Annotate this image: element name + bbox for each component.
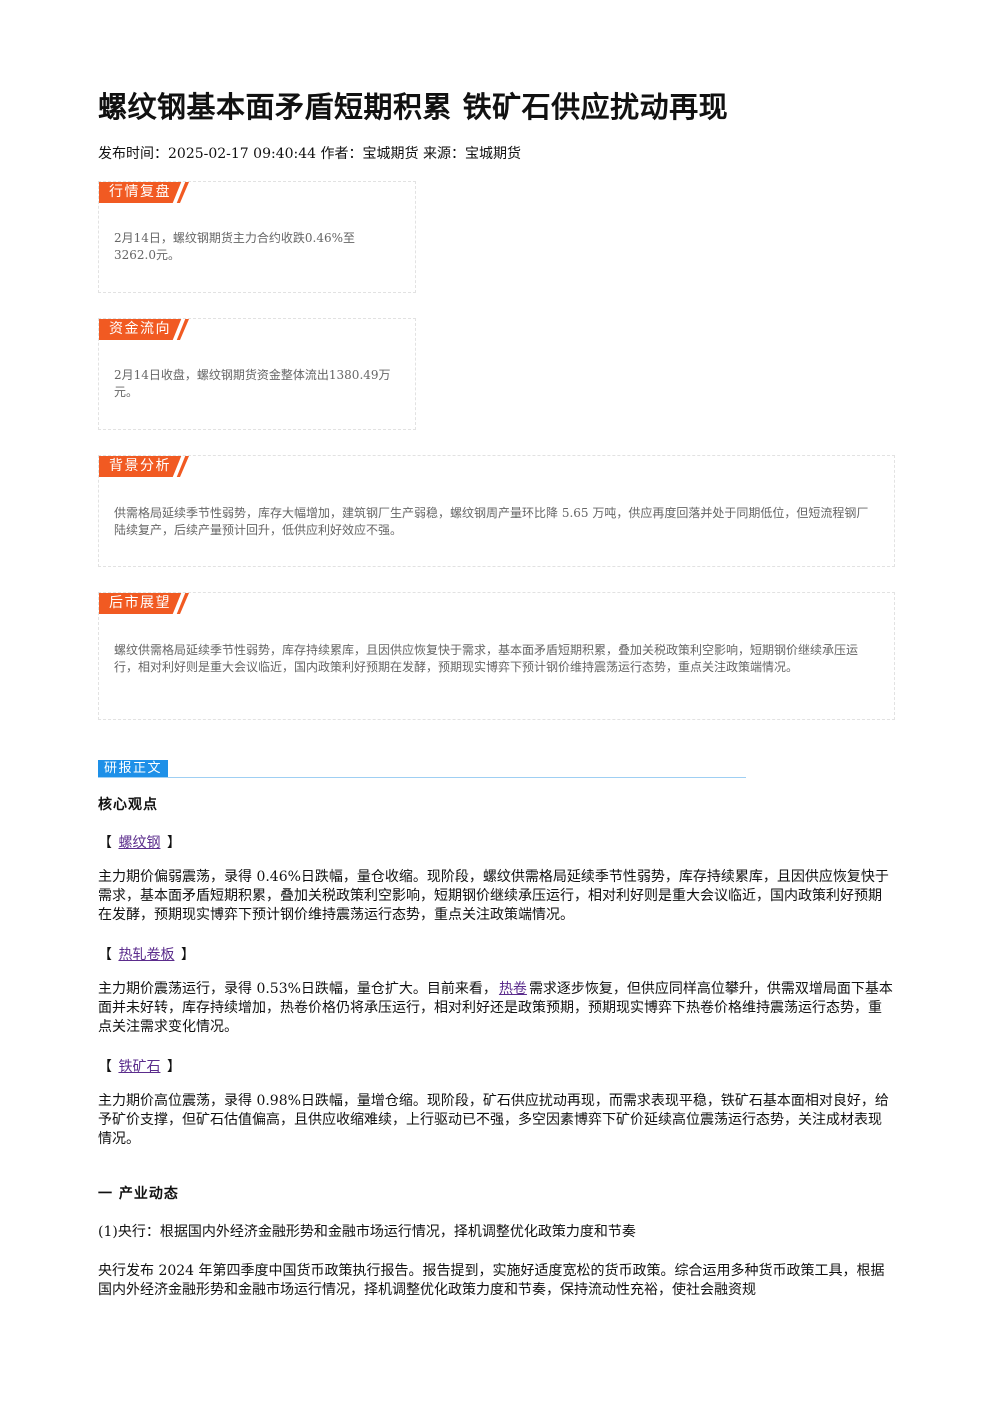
report-section-tag: 研报正文 [98,760,169,778]
report-section-divider [98,777,746,778]
summary-box-market-review: 行情复盘 2月14日，螺纹钢期货主力合约收跌0.46%至3262.0元。 [98,181,416,293]
commodity-text-iron-ore: 主力期价高位震荡，录得 0.98%日跌幅，量增仓缩。现阶段，矿石供应扰动再现，而… [98,1093,889,1147]
inline-link-hot-coil[interactable]: 热卷 [498,981,527,997]
summary-text: 螺纹供需格局延续季节性弱势，库存持续累库，且因供应恢复快于需求，基本面矛盾短期积… [114,643,859,674]
bracket-open: 【 [98,947,112,963]
summary-tag-label: 资金流向 [109,321,171,337]
commodity-text-hot-rolled-coil: 主力期价震荡运行，录得 0.53%日跌幅，量仓扩大。目前来看，热卷需求逐步恢复，… [98,980,893,1037]
summary-tag-label: 后市展望 [109,595,171,611]
summary-text: 2月14日，螺纹钢期货主力合约收跌0.46%至3262.0元。 [114,231,356,262]
commodity-link-rebar[interactable]: 螺纹钢 [118,835,161,851]
industry-news-text: 央行发布 2024 年第四季度中国货币政策执行报告。报告提到，实施好适度宽松的货… [98,1263,885,1298]
summary-text: 2月14日收盘，螺纹钢期货资金整体流出1380.49万元。 [114,368,391,399]
industry-news-subheading: (1)央行：根据国内外经济金融形势和金融市场运行情况，择机调整优化政策力度和节奏 [98,1224,636,1240]
bracket-close: 】 [166,1059,181,1075]
commodity-heading-rebar: 【 螺纹钢 】 [98,833,181,853]
summary-text: 供需格局延续季节性弱势，库存大幅增加，建筑钢厂生产弱稳，螺纹钢周产量环比降 5.… [114,506,869,537]
summary-box-outlook: 后市展望 螺纹供需格局延续季节性弱势，库存持续累库，且因供应恢复快于需求，基本面… [98,592,895,720]
bracket-open: 【 [98,1059,112,1075]
article-meta: 发布时间：2025-02-17 09:40:44 作者：宝城期货 来源：宝城期货 [98,146,521,162]
industry-news-heading: 一 产业动态 [98,1186,179,1202]
summary-tag: 资金流向 [99,319,189,340]
commodity-text-before-link: 主力期价震荡运行，录得 0.53%日跌幅，量仓扩大。目前来看， [98,981,497,997]
core-views-heading: 核心观点 [98,797,158,813]
bracket-open: 【 [98,835,112,851]
summary-tag: 后市展望 [99,593,189,614]
summary-box-fund-flow: 资金流向 2月14日收盘，螺纹钢期货资金整体流出1380.49万元。 [98,318,416,430]
bracket-close: 】 [166,835,181,851]
article-title: 螺纹钢基本面矛盾短期积累 铁矿石供应扰动再现 [98,90,729,124]
commodity-text-rebar: 主力期价偏弱震荡，录得 0.46%日跌幅，量仓收缩。现阶段，螺纹供需格局延续季节… [98,869,889,923]
commodity-heading-hot-rolled-coil: 【 热轧卷板 】 [98,945,195,965]
commodity-link-hot-rolled-coil[interactable]: 热轧卷板 [118,947,175,963]
commodity-link-iron-ore[interactable]: 铁矿石 [118,1059,161,1075]
summary-tag: 行情复盘 [99,182,189,203]
summary-box-background: 背景分析 供需格局延续季节性弱势，库存大幅增加，建筑钢厂生产弱稳，螺纹钢周产量环… [98,455,895,567]
summary-tag-label: 背景分析 [109,458,171,474]
summary-tag-label: 行情复盘 [109,184,171,200]
summary-tag: 背景分析 [99,456,189,477]
bracket-close: 】 [180,947,195,963]
commodity-text-after-link: 需求逐步恢复，但供应同样高位攀升，供需双增局面下基本面并未好转，库存持续增加，热… [98,981,893,1035]
commodity-heading-iron-ore: 【 铁矿石 】 [98,1057,181,1077]
